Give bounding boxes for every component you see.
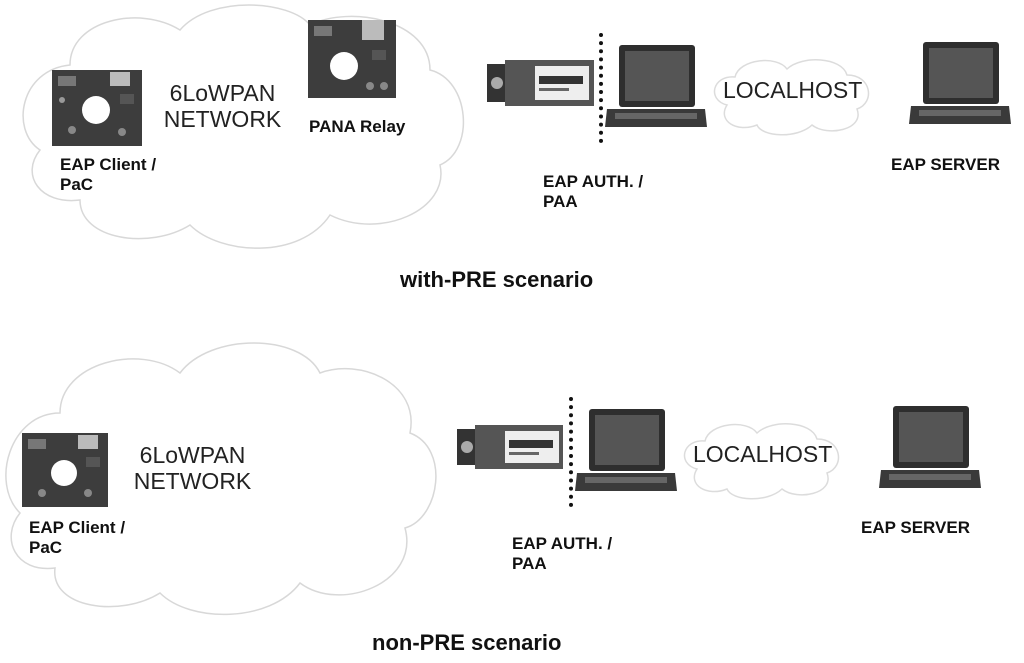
auth-label: EAP AUTH. / PAA: [512, 534, 612, 574]
auth-laptop-icon: [575, 409, 677, 491]
server-laptop-icon: [879, 406, 981, 488]
server-laptop-icon: [909, 42, 1011, 124]
auth-laptop-icon: [605, 45, 707, 127]
relay-board-icon: [308, 20, 396, 98]
network-label-line1: 6LoWPAN: [139, 442, 246, 468]
with-pre-scenario: EAP Client / PaC 6LoWPAN NETWORK PANA Re…: [0, 0, 1024, 330]
network-label: 6LoWPAN NETWORK: [120, 442, 265, 494]
client-board-icon: [22, 433, 108, 507]
client-label-line1: EAP Client /: [60, 155, 157, 174]
network-boundary-line: [569, 397, 573, 507]
server-label: EAP SERVER: [861, 518, 970, 537]
network-label-line2: NETWORK: [163, 106, 282, 132]
network-boundary-line: [599, 33, 603, 143]
scenario-caption: with-PRE scenario: [400, 267, 594, 292]
client-label: EAP Client / PaC: [29, 518, 125, 558]
scenario-caption: non-PRE scenario: [372, 630, 562, 655]
client-label-line2: PaC: [60, 175, 94, 194]
auth-label-line2: PAA: [543, 192, 578, 211]
relay-label: PANA Relay: [309, 117, 406, 136]
client-label: EAP Client / PaC: [60, 155, 156, 195]
client-board-icon: [52, 70, 142, 146]
localhost-label: LOCALHOST: [693, 441, 833, 467]
client-label-line2: PaC: [29, 538, 63, 557]
auth-label: EAP AUTH. / PAA: [543, 172, 643, 212]
localhost-cloud-icon: [683, 423, 840, 500]
auth-label-line2: PAA: [512, 554, 547, 573]
usb-dongle-icon: [457, 425, 563, 469]
network-label: 6LoWPAN NETWORK: [150, 80, 295, 132]
server-label: EAP SERVER: [891, 155, 1000, 174]
localhost-cloud-icon: [713, 59, 870, 136]
usb-dongle-icon: [487, 60, 594, 106]
network-label-line2: NETWORK: [133, 468, 252, 494]
network-cloud-icon: [5, 342, 437, 616]
client-label-line1: EAP Client /: [29, 518, 126, 537]
auth-label-line1: EAP AUTH. /: [543, 172, 644, 191]
localhost-label: LOCALHOST: [723, 77, 863, 103]
non-pre-scenario: EAP Client / PaC 6LoWPAN NETWORK EAP AUT…: [0, 333, 1024, 663]
auth-label-line1: EAP AUTH. /: [512, 534, 613, 553]
network-label-line1: 6LoWPAN: [169, 80, 276, 106]
